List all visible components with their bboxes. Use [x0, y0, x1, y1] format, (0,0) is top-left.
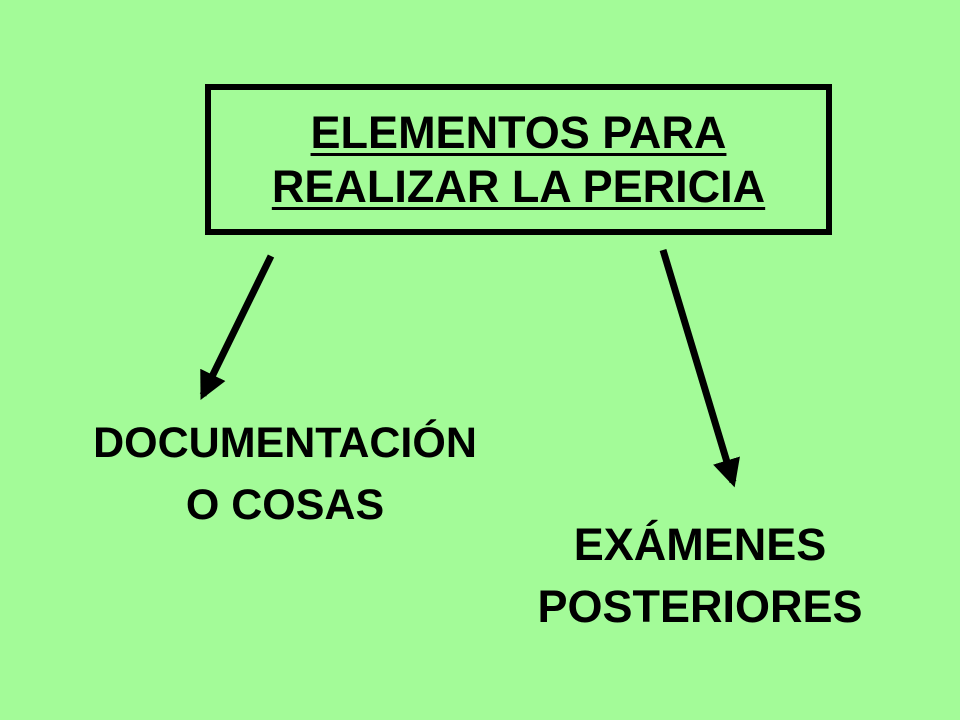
node-documentacion: DOCUMENTACIÓN O COSAS [40, 412, 530, 536]
title-line-1: ELEMENTOS PARA [310, 106, 727, 158]
node-examenes: EXÁMENES POSTERIORES [490, 514, 910, 638]
title-line-2: REALIZAR LA PERICIA [271, 160, 766, 212]
node-examenes-line-2: POSTERIORES [537, 581, 863, 632]
node-documentacion-line-1: DOCUMENTACIÓN [93, 419, 477, 467]
arrow-left [199, 254, 275, 401]
node-documentacion-line-2: O COSAS [185, 481, 385, 529]
title-box: ELEMENTOS PARA REALIZAR LA PERICIA [205, 84, 832, 235]
node-examenes-line-1: EXÁMENES [573, 519, 827, 570]
arrow-right [659, 248, 740, 488]
